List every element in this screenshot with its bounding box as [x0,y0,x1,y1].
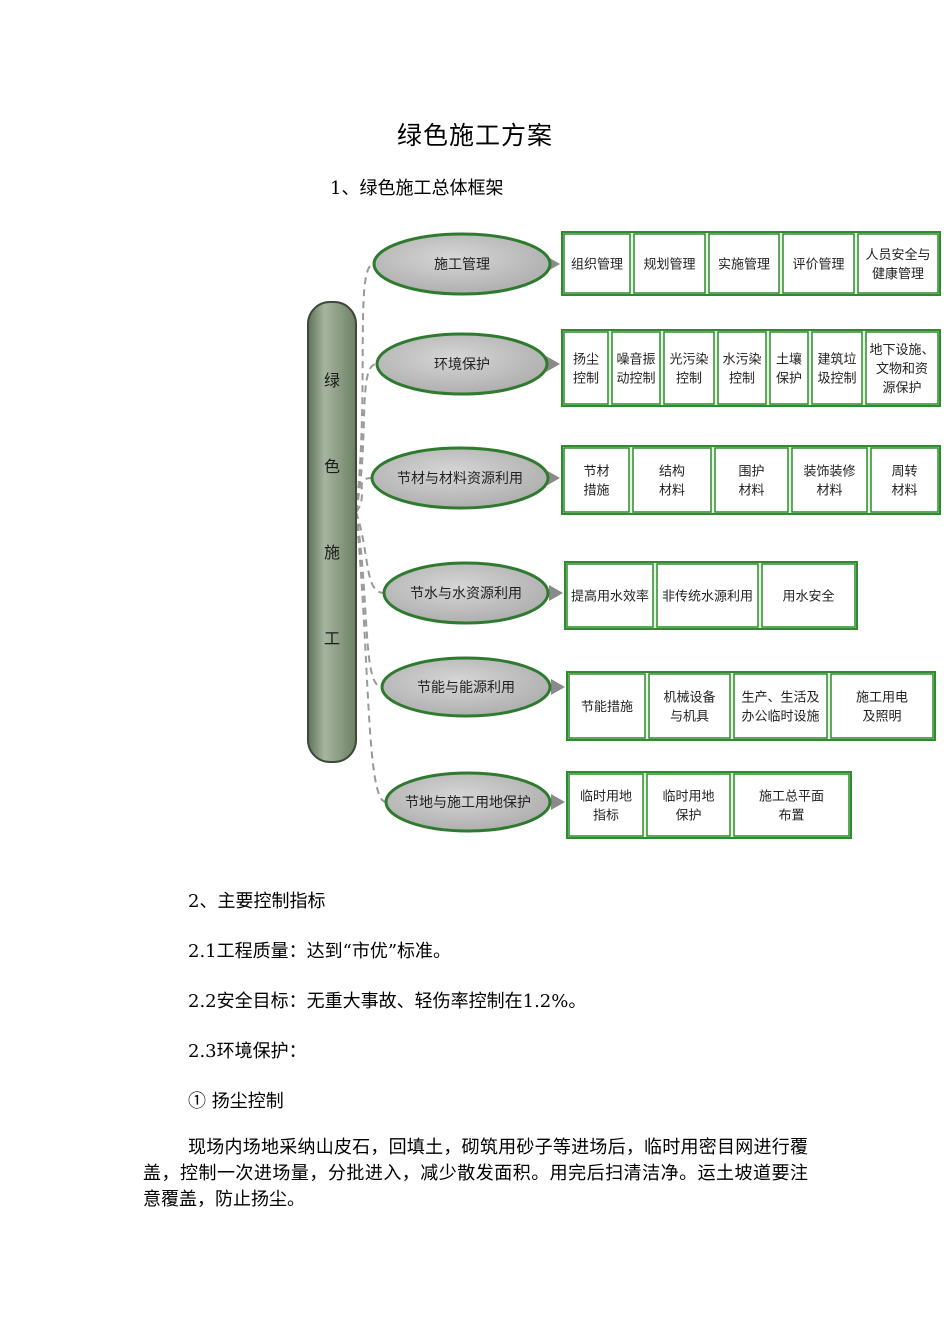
branch-item-box [656,563,759,628]
branch-item-label: 扬尘控制 [573,353,599,387]
branch-item-label: 实施管理 [718,258,770,273]
branch-item-label: 装饰装修材料 [803,465,855,499]
branch-node [382,561,550,625]
branch-item-label: 施工总平面布置 [759,790,824,824]
root-label-char: 工 [324,629,340,648]
document-title: 绿色施工方案 [396,121,553,150]
branch-item-box [857,233,939,294]
branch-item-box [563,233,631,294]
branch-item-label: 建筑垃圾控制 [817,352,856,387]
branch-item-label: 周转材料 [891,465,917,499]
branch-item-label: 地下设施、文物和资源保护 [869,343,934,396]
branch-item-box [865,331,939,405]
branch-item-box [566,563,654,628]
branch-item-box [648,673,731,739]
branch-item-box [708,233,780,294]
branch-item-label: 噪音振动控制 [616,352,655,387]
branch-item-box [761,563,856,628]
branch-item-label: 人员安全与健康管理 [865,247,930,282]
branch-item-label: 评价管理 [792,258,844,273]
section-heading-indicators: 2、主要控制指标 [188,891,326,912]
branch-node [372,232,552,296]
branch-item-box [769,331,809,405]
branch-item-label: 规划管理 [643,258,695,273]
branch-connector [355,363,378,513]
branch-item-box [733,773,850,837]
branch-item-label: 组织管理 [571,258,623,273]
branch-item-label: 土壤保护 [776,352,802,387]
branch-item-box [633,233,706,294]
branch-item-box [563,447,630,513]
branch-node [384,771,552,833]
branch-node-label: 施工管理 [434,257,490,273]
branch-item-box [811,331,863,405]
branch-item-box [663,331,715,405]
indicator-quality: 2.1工程质量：达到“市优”标准。 [188,941,452,962]
branch-node [380,656,552,718]
branch-item-box [568,773,644,837]
branch-item-box [782,233,855,294]
branch-node-label: 节能与能源利用 [417,680,515,696]
branch-item-box [733,673,828,739]
branch-item-label: 机械设备与机具 [663,690,715,725]
branch-item-label: 节材措施 [583,465,609,499]
branch-node-label: 节水与水资源利用 [410,586,522,602]
branch-item-label: 节能措施 [581,700,633,715]
root-label-char: 色 [324,457,340,476]
branch-item-box [870,447,939,513]
branch-node-label: 节材与材料资源利用 [397,471,523,487]
branch-item-label: 用水安全 [782,589,834,605]
indicator-environment: 2.3环境保护： [188,1041,307,1062]
branch-node-label: 环境保护 [434,357,490,373]
branch-item-label: 水污染控制 [722,353,761,387]
branch-item-box [830,673,934,739]
root-label-char: 施 [324,543,340,562]
branch-item-box [717,331,767,405]
branch-node [375,332,549,396]
branch-item-box [646,773,731,837]
branch-node-label: 节地与施工用地保护 [405,795,531,811]
branch-item-box [714,447,789,513]
branch-item-label: 非传统水源利用 [662,590,753,605]
branch-item-label: 结构材料 [659,465,685,499]
branch-item-label: 围护材料 [738,465,764,499]
branch-item-box [791,447,868,513]
branch-connector [355,511,385,594]
branch-connector [355,511,383,688]
section-heading-framework: 1、绿色施工总体框架 [330,178,504,199]
dust-control-heading: ① 扬尘控制 [188,1091,284,1112]
branch-item-box [568,673,646,739]
indicator-safety: 2.2安全目标：无重大事故、轻伤率控制在1.2%。 [188,991,587,1012]
branch-item-label: 临时用地保护 [662,790,714,824]
branch-item-box [611,331,661,405]
branch-connector [355,477,373,513]
branch-item-label: 提高用水效率 [571,589,649,605]
branch-connector [355,511,387,803]
branch-node [370,446,550,510]
branch-connector [355,263,375,513]
dust-control-paragraph: 现场内场地采纳山皮石，回填土，砌筑用砂子等进场后，临时用密目网进行覆盖，控制一次… [143,1137,808,1210]
branch-item-label: 生产、生活及办公临时设施 [741,691,819,725]
branch-item-box [563,331,609,405]
branch-item-label: 光污染控制 [669,353,708,387]
branch-item-box [632,447,712,513]
root-label-char: 绿 [324,371,340,390]
branch-item-label: 施工用电及照明 [856,691,908,725]
root-node-green-construction [307,301,357,763]
branch-item-label: 临时用地指标 [580,790,632,824]
